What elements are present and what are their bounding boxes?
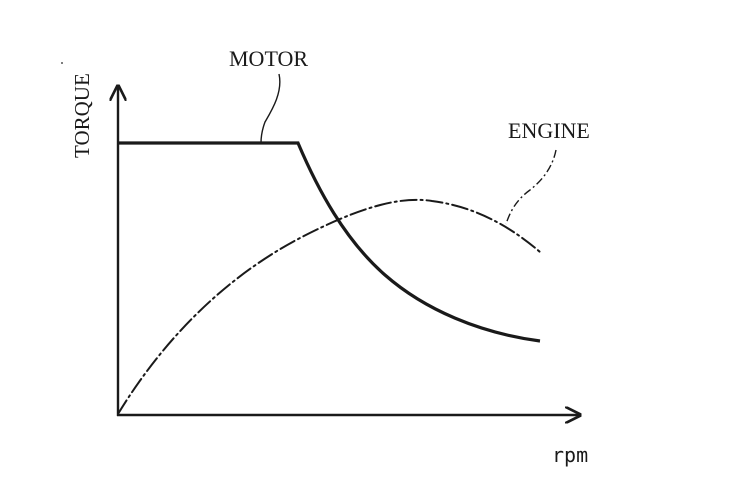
- speck: [61, 62, 63, 64]
- x-axis-label: rpm: [552, 443, 588, 467]
- motor-leader: [260, 73, 281, 144]
- engine-leader: [505, 149, 557, 225]
- y-axis-label: TORQUE: [70, 73, 94, 158]
- motor-label: MOTOR: [229, 46, 308, 71]
- engine-curve: [117, 198, 541, 415]
- motor-curve: [118, 141, 541, 343]
- engine-label: ENGINE: [508, 118, 590, 143]
